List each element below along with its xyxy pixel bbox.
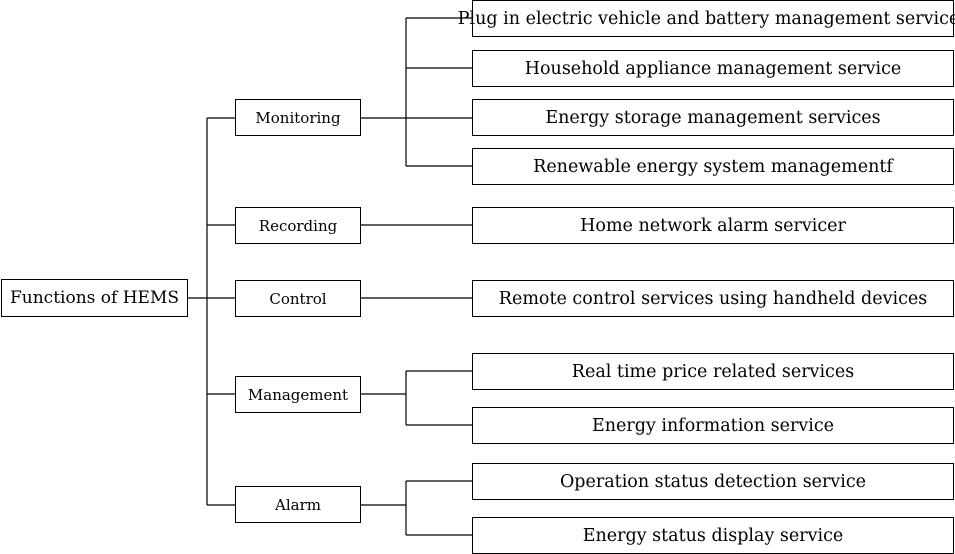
category-monitoring: Monitoring [235, 99, 361, 136]
service-label: Operation status detection service [559, 471, 867, 492]
category-label: Control [269, 289, 327, 308]
service-label: Energy information service [591, 415, 835, 436]
service-node: Home network alarm servicer [472, 207, 954, 244]
service-node: Remote control services using handheld d… [472, 280, 954, 317]
service-node: Energy storage management services [472, 99, 954, 136]
service-label: Real time price related services [571, 361, 855, 382]
category-label: Management [247, 385, 349, 404]
service-label: Energy storage management services [545, 107, 881, 128]
category-label: Alarm [275, 495, 321, 514]
service-node: Household appliance management service [472, 50, 954, 87]
category-alarm: Alarm [235, 486, 361, 523]
category-label: Recording [258, 216, 338, 235]
root-label: Functions of HEMS [9, 288, 179, 308]
service-node: Real time price related services [472, 353, 954, 390]
service-label: Plug in electric vehicle and battery man… [457, 8, 955, 29]
service-node: Plug in electric vehicle and battery man… [458, 0, 955, 37]
category-control: Control [235, 280, 361, 317]
service-node: Operation status detection service [472, 463, 954, 500]
service-label: Home network alarm servicer [580, 215, 846, 236]
service-node: Renewable energy system managementf [472, 148, 954, 185]
service-label: Remote control services using handheld d… [498, 288, 928, 309]
category-management: Management [235, 376, 361, 413]
service-node: Energy information service [472, 407, 954, 444]
category-label: Monitoring [255, 108, 341, 127]
service-label: Energy status display service [582, 525, 844, 546]
service-label: Household appliance management service [524, 58, 902, 79]
service-label: Renewable energy system managementf [533, 156, 893, 177]
category-recording: Recording [235, 207, 361, 244]
root-node: Functions of HEMS [1, 279, 188, 317]
service-node: Energy status display service [472, 517, 954, 554]
